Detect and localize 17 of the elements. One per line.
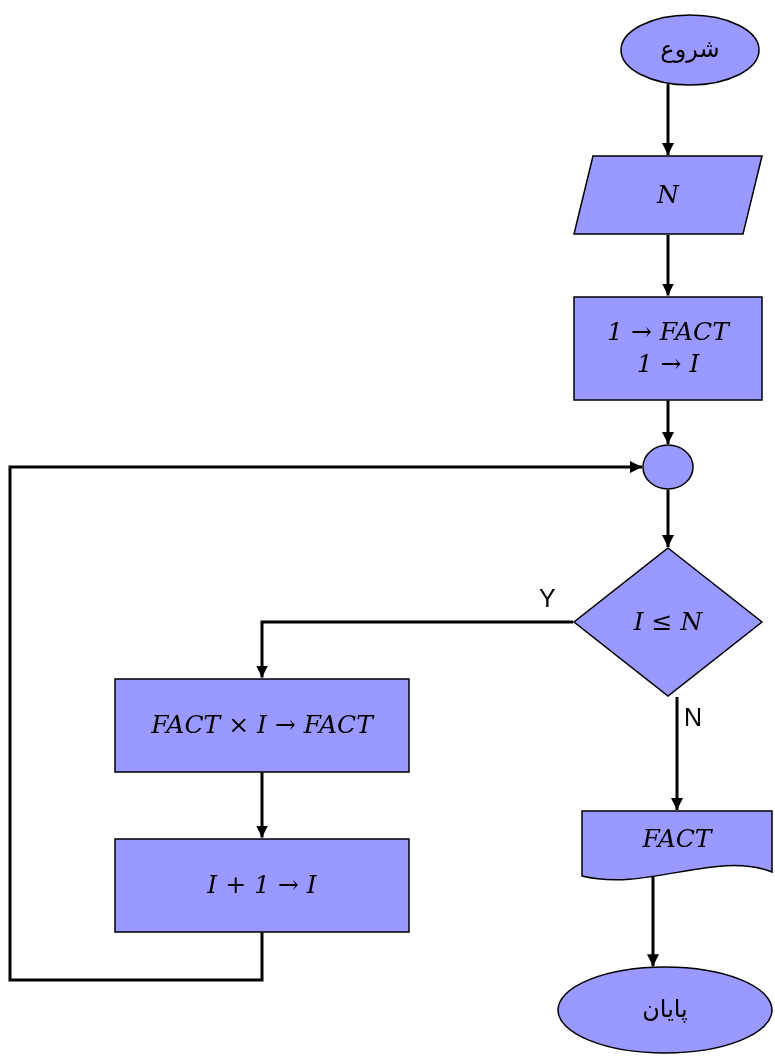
output-document: FACT [581,810,773,880]
arrow [662,235,674,296]
arrow [662,400,674,444]
arrow [8,461,642,982]
process-box: FACT × I → FACT [114,677,410,773]
arrow [256,620,573,678]
end-ellipse: پایان [557,966,773,1054]
arrow [256,772,268,838]
process-box: 1 → FACT 1 → I [573,295,763,401]
arrow [671,697,683,810]
process-box: I + 1 → I [114,837,410,933]
decision-diamond: I ≤ N [573,547,763,697]
start-ellipse: شروع [620,14,760,86]
arrow [662,490,674,547]
arrow [662,84,674,155]
connector-circle [642,444,694,490]
input-parallelogram: N [573,155,763,235]
